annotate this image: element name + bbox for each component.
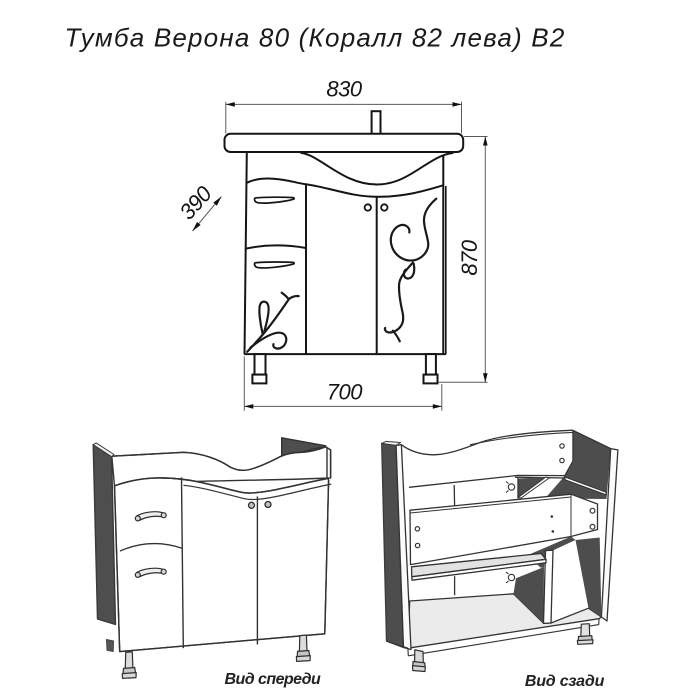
svg-text:700: 700 [327,380,363,405]
svg-text:Вид спереди: Вид спереди [225,671,321,688]
svg-text:Тумба Верона 80 (Коралл 82 лев: Тумба Верона 80 (Коралл 82 лева) В2 [64,22,565,52]
svg-text:830: 830 [326,77,362,102]
svg-text:Вид сзади: Вид сзади [525,673,605,690]
svg-text:870: 870 [457,239,482,275]
